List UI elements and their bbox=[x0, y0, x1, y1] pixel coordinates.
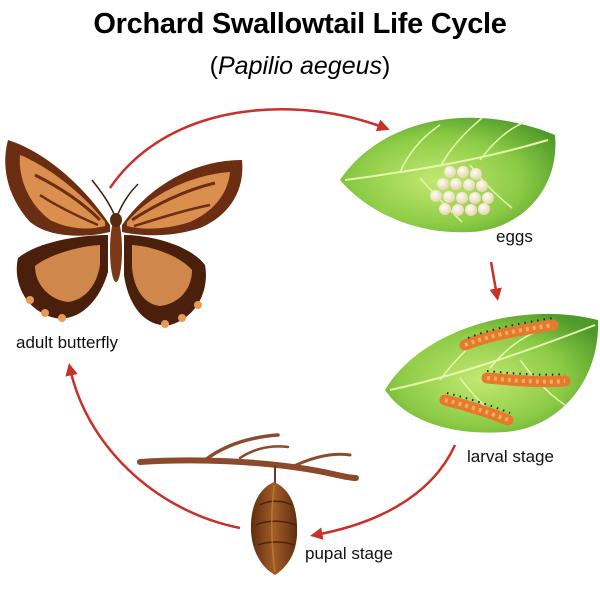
caterpillar-3 bbox=[439, 392, 514, 426]
pupa-illustration bbox=[250, 482, 298, 575]
branch-illustration bbox=[137, 433, 359, 484]
diagram-title: Orchard Swallowtail Life Cycle bbox=[93, 8, 507, 40]
arrow-eggs-to-larva bbox=[489, 261, 502, 301]
diagram-subtitle: (Papilio aegeus) bbox=[0, 52, 600, 81]
arrow-pupa-to-adult bbox=[65, 363, 241, 530]
butterfly-illustration bbox=[5, 140, 243, 328]
arrow-adult-to-eggs bbox=[108, 108, 390, 189]
label-larval-stage: larval stage bbox=[467, 447, 554, 466]
subtitle-close-paren: ) bbox=[382, 52, 391, 80]
arrow-larva-to-pupa bbox=[310, 444, 457, 540]
caterpillar-2 bbox=[481, 370, 571, 388]
subtitle-open-paren: ( bbox=[209, 52, 218, 80]
scientific-name: Papilio aegeus bbox=[217, 52, 382, 80]
label-pupal-stage: pupal stage bbox=[305, 544, 393, 563]
egg-cluster bbox=[430, 166, 494, 216]
label-eggs: eggs bbox=[496, 227, 533, 246]
label-adult-butterfly: adult butterfly bbox=[16, 333, 119, 352]
caterpillar-1 bbox=[459, 317, 559, 351]
